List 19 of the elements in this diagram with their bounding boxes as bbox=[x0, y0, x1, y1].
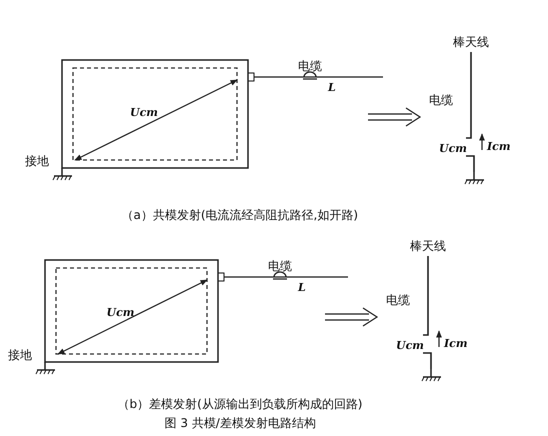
figure-caption: 图 3 共模/差模发射电路结构 bbox=[164, 416, 316, 430]
component-label: 电缆 bbox=[298, 59, 322, 73]
symbol-label: Ucm bbox=[106, 306, 134, 320]
component-label: 接地 bbox=[25, 154, 49, 168]
symbol-label: Icm bbox=[444, 337, 468, 351]
subfigure-caption: （b）差模发射(从源输出到负载所构成的回路) bbox=[118, 397, 362, 411]
symbol-label: Ucm bbox=[396, 339, 424, 353]
component-label: 棒天线 bbox=[410, 239, 446, 253]
symbol-label: Ucm bbox=[439, 142, 467, 156]
component-label: 电缆 bbox=[386, 293, 410, 307]
symbol-label: Ucm bbox=[130, 106, 158, 120]
symbol-label: L bbox=[328, 81, 336, 95]
component-label: 电缆 bbox=[429, 93, 453, 107]
symbol-label: L bbox=[298, 281, 306, 295]
component-label: 棒天线 bbox=[453, 35, 489, 49]
subfigure-caption: （a）共模发射(电流流经高阻抗路径,如开路) bbox=[122, 208, 358, 222]
symbol-label: Icm bbox=[487, 140, 510, 154]
component-label: 接地 bbox=[8, 348, 32, 362]
component-label: 电缆 bbox=[268, 259, 292, 273]
